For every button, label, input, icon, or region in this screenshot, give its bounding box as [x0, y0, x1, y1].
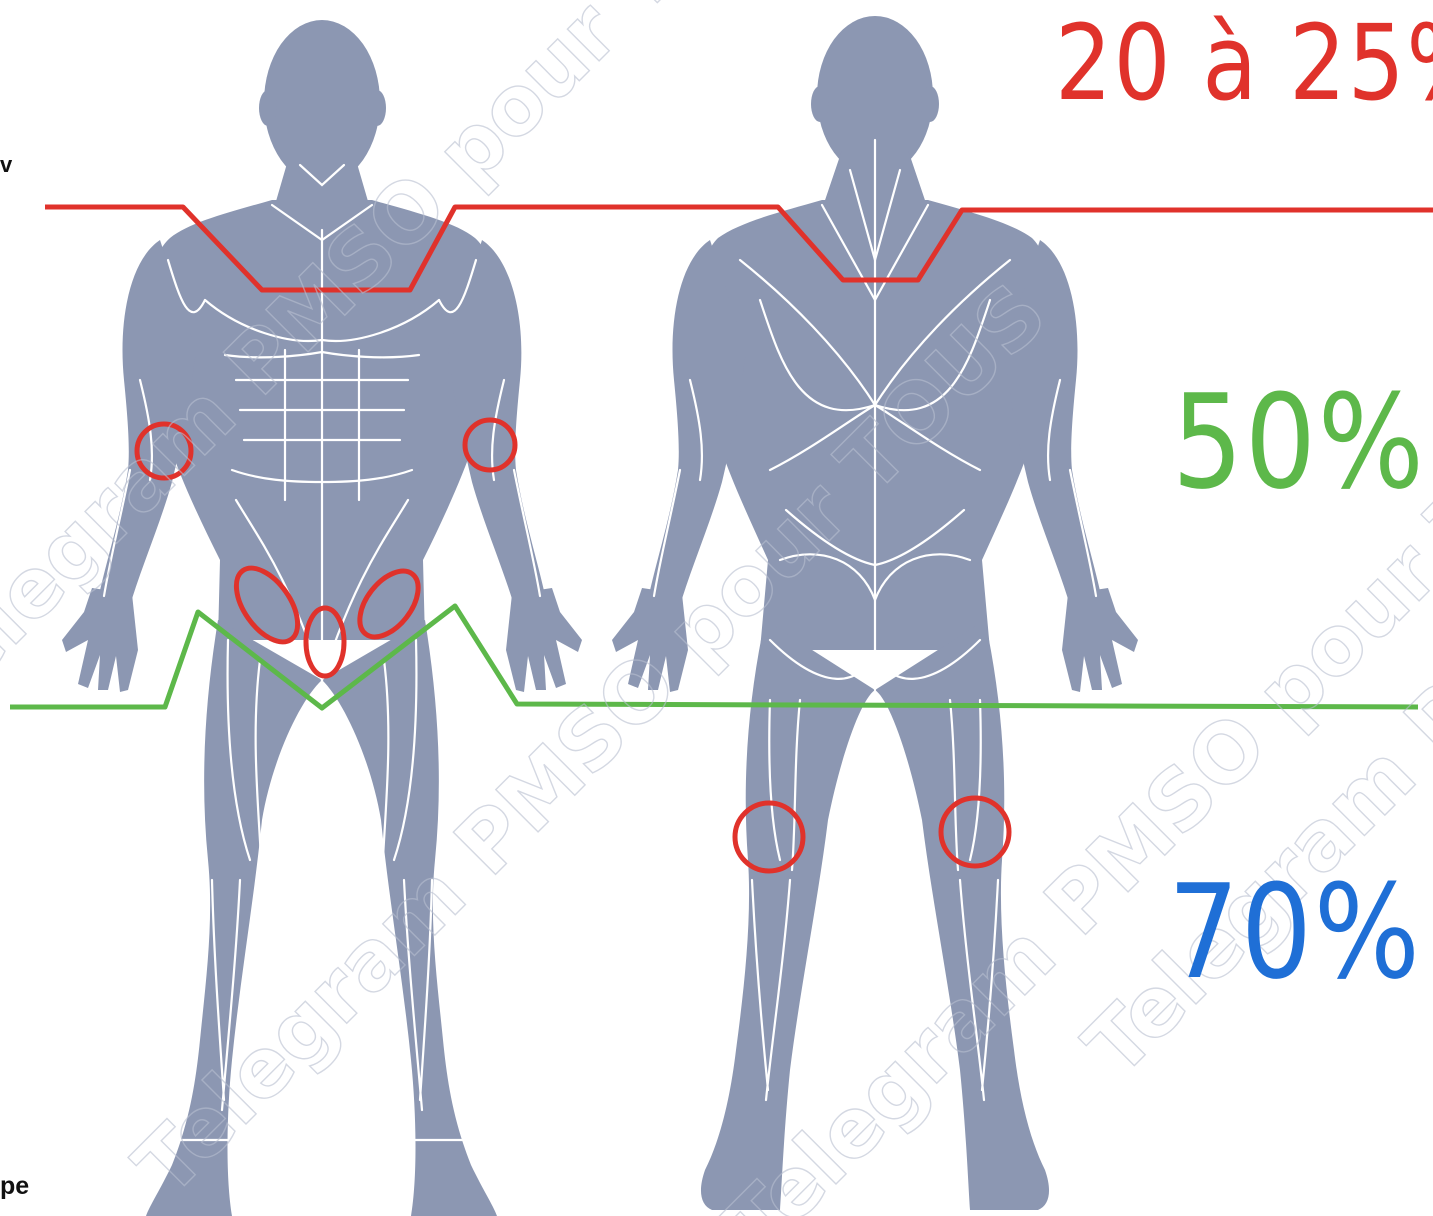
left-edge-mark: v	[0, 152, 12, 178]
zone-lower-label: 70%	[1168, 856, 1422, 1008]
front-head	[264, 20, 380, 184]
zone-upper-label: 20 à 25%	[1055, 2, 1433, 124]
bottom-left-text: pe	[0, 1172, 29, 1201]
back-right-hand	[1062, 588, 1138, 692]
zone-middle-label: 50%	[1172, 366, 1426, 518]
front-right-hand	[506, 588, 582, 692]
